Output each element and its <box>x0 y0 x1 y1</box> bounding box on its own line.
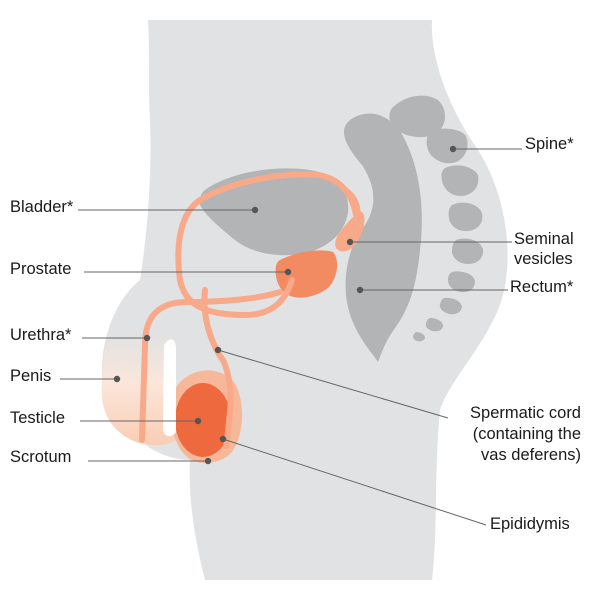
testicle-shape <box>175 383 231 457</box>
label-scrotum: Scrotum <box>10 448 72 466</box>
penis-shape <box>101 333 176 446</box>
label-seminal-vesicles-line2: vesicles <box>514 250 573 268</box>
label-spermatic-cord-line3: vas deferens) <box>481 446 581 464</box>
reproductive-tract <box>139 171 361 449</box>
label-rectum: Rectum* <box>510 278 574 296</box>
label-urethra: Urethra* <box>10 326 72 344</box>
label-epididymis: Epididymis <box>490 515 570 533</box>
label-testicle: Testicle <box>10 409 66 427</box>
label-spine: Spine* <box>525 135 574 153</box>
label-spermatic-cord-line2: (containing the <box>472 425 581 443</box>
label-bladder: Bladder* <box>10 198 74 216</box>
bladder-shape <box>199 168 349 256</box>
rectum-shape <box>343 113 422 363</box>
label-penis: Penis <box>10 367 52 385</box>
label-spermatic-cord-line1: Spermatic cord <box>470 404 581 422</box>
label-prostate: Prostate <box>10 260 72 278</box>
penile-opening <box>163 339 176 437</box>
leader-lines <box>60 148 522 526</box>
leader-dots <box>113 145 457 465</box>
label-seminal-vesicles-line1: Seminal <box>514 230 574 248</box>
spine-vertebrae <box>389 95 484 342</box>
